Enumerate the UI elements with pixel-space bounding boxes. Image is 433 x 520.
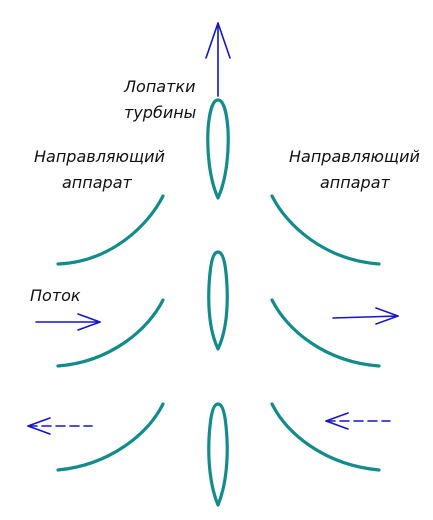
blades-label-line1: Лопатки	[123, 77, 195, 96]
flow-out-arrow-shaft	[332, 315, 399, 319]
turbine-blade-3	[207, 402, 229, 507]
guide-left-label-line1: Направляющий	[34, 147, 165, 166]
left-guide-vane-3	[56, 402, 165, 472]
flow-out-arrow	[332, 307, 399, 325]
guide-right-label-line2: аппарат	[320, 173, 390, 192]
left-guide-vane-2	[56, 298, 165, 368]
turbine-blade-1	[206, 98, 230, 200]
reverse-flow-right-arrow	[325, 412, 391, 430]
left-guide-vane-1	[56, 194, 165, 266]
guide-right-label-line1: Направляющий	[289, 147, 420, 166]
top-arrow-head	[205, 22, 231, 59]
top-arrow	[205, 22, 231, 97]
flow-out-arrow-head	[375, 307, 399, 325]
flow-label: Поток	[30, 286, 81, 305]
reverse-flow-left-arrow	[27, 417, 93, 435]
right-guide-vane-1	[270, 194, 381, 266]
reverse-flow-left-arrow-head	[27, 417, 51, 435]
flow-in-arrow-head	[77, 313, 101, 331]
guide-left-label-line2: аппарат	[62, 173, 132, 192]
blades-label-line2: турбины	[124, 103, 196, 122]
right-guide-vane-2	[270, 298, 381, 368]
flow-in-arrow	[35, 313, 101, 331]
reverse-flow-right-arrow-head	[325, 412, 349, 430]
turbine-blade-2	[207, 250, 229, 351]
right-guide-vane-3	[270, 402, 381, 472]
